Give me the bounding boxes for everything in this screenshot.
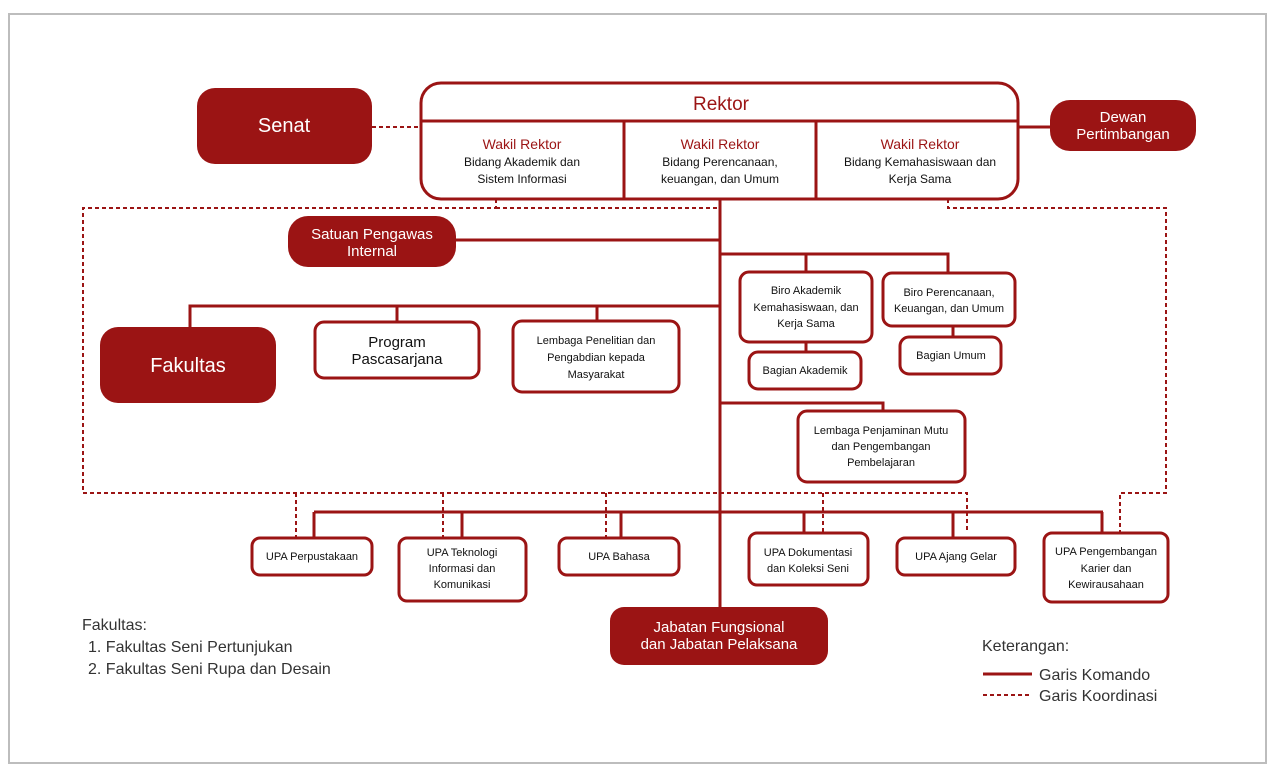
notes-item-2: 2. Fakultas Seni Rupa dan Desain	[88, 661, 331, 678]
node-biro-akademik[interactable]: Biro Akademik Kemahasiswaan, dan Kerja S…	[738, 270, 874, 344]
dewan-line-1: Dewan	[1100, 109, 1147, 126]
node-satuan-pengawas-internal[interactable]: Satuan Pengawas Internal	[288, 216, 456, 267]
lppm-box[interactable]	[511, 319, 681, 394]
command-line-row1	[188, 304, 720, 327]
node-senat[interactable]: Senat	[197, 88, 372, 164]
upa-tik-line-3: Komunikasi	[434, 579, 491, 591]
biro-perencanaan-box[interactable]	[881, 271, 1017, 328]
node-upa-perpustakaan[interactable]: UPA Perpustakaan	[250, 536, 374, 577]
node-jabatan[interactable]: Jabatan Fungsional dan Jabatan Pelaksana	[610, 607, 828, 665]
lpmpp-line-3: Pembelajaran	[847, 457, 915, 469]
rektor-box[interactable]	[419, 81, 1020, 201]
diagram-frame	[8, 13, 1267, 764]
node-upa-ajang-gelar[interactable]: UPA Ajang Gelar	[895, 536, 1017, 577]
wakil-1-line-2: Sistem Informasi	[477, 172, 566, 186]
pasca-line-1: Program	[368, 334, 426, 351]
lppm-line-2: Pengabdian kepada	[547, 352, 646, 364]
biro-akademik-line-3: Kerja Sama	[777, 318, 835, 330]
senat-label: Senat	[258, 115, 311, 137]
command-line-biro	[720, 252, 950, 272]
upa-karier-line-2: Karier dan	[1081, 563, 1132, 575]
node-upa-tik[interactable]: UPA Teknologi Informasi dan Komunikasi	[397, 536, 528, 603]
upa-bahasa-box[interactable]	[557, 536, 681, 577]
lpmpp-box[interactable]	[796, 409, 967, 484]
upa-ajang-gelar-label: UPA Ajang Gelar	[915, 551, 997, 563]
pasca-line-2: Pascasarjana	[352, 351, 444, 368]
lpmpp-line-2: dan Pengembangan	[831, 441, 930, 453]
biro-perencanaan-line-1: Biro Perencanaan,	[903, 287, 994, 299]
upa-dokumentasi-line-2: dan Koleksi Seni	[767, 563, 849, 575]
command-line-lpmpp	[720, 401, 885, 411]
spi-box[interactable]	[288, 216, 456, 267]
rektor-title: Rektor	[693, 94, 750, 115]
spi-line-2: Internal	[347, 243, 397, 260]
biro-akademik-box[interactable]	[738, 270, 874, 344]
bagian-umum-label: Bagian Umum	[916, 350, 986, 362]
biro-akademik-line-1: Biro Akademik	[771, 285, 842, 297]
jabatan-line-2: dan Jabatan Pelaksana	[641, 636, 798, 653]
wakil-3-title: Wakil Rektor	[881, 136, 960, 152]
node-upa-bahasa[interactable]: UPA Bahasa	[557, 536, 681, 577]
upa-karier-line-3: Kewirausahaan	[1068, 579, 1144, 591]
wakil-2-line-2: keuangan, dan Umum	[661, 172, 779, 186]
legend-title: Keterangan:	[982, 638, 1069, 655]
upa-tik-line-2: Informasi dan	[429, 563, 496, 575]
coord-line-right-loop	[947, 199, 1167, 532]
node-upa-dokumentasi[interactable]: UPA Dokumentasi dan Koleksi Seni	[747, 531, 870, 587]
node-program-pascasarjana[interactable]: Program Pascasarjana	[313, 320, 481, 380]
node-bagian-akademik[interactable]: Bagian Akademik	[747, 350, 863, 391]
bagian-akademik-box[interactable]	[747, 350, 863, 391]
notes-item-1: 1. Fakultas Seni Pertunjukan	[88, 639, 293, 656]
jabatan-line-1: Jabatan Fungsional	[654, 619, 785, 636]
node-fakultas[interactable]: Fakultas	[100, 327, 276, 403]
legend-item-koordinasi: Garis Koordinasi	[1039, 688, 1157, 705]
upa-dokumentasi-box[interactable]	[747, 531, 870, 587]
wakil-2-line-1: Bidang Perencanaan,	[662, 155, 777, 169]
pasca-box[interactable]	[313, 320, 481, 380]
wakil-1-line-1: Bidang Akademik dan	[464, 155, 580, 169]
upa-karier-box[interactable]	[1042, 531, 1170, 604]
node-dewan-pertimbangan[interactable]: Dewan Pertimbangan	[1050, 100, 1196, 151]
lpmpp-line-1: Lembaga Penjaminan Mutu	[814, 425, 949, 437]
node-biro-perencanaan[interactable]: Biro Perencanaan, Keuangan, dan Umum	[881, 271, 1017, 328]
notes-title: Fakultas:	[82, 617, 147, 634]
node-lpmpp[interactable]: Lembaga Penjaminan Mutu dan Pengembangan…	[796, 409, 967, 484]
upa-bahasa-label: UPA Bahasa	[588, 551, 650, 563]
legend: Keterangan: Garis Komando Garis Koordina…	[982, 638, 1157, 705]
upa-karier-line-1: UPA Pengembangan	[1055, 546, 1157, 558]
bagian-akademik-label: Bagian Akademik	[763, 365, 848, 377]
bagian-umum-box[interactable]	[898, 335, 1003, 376]
legend-item-komando: Garis Komando	[1039, 667, 1150, 684]
dewan-box[interactable]	[1050, 100, 1196, 151]
upa-ajang-gelar-box[interactable]	[895, 536, 1017, 577]
node-lppm[interactable]: Lembaga Penelitian dan Pengabdian kepada…	[511, 319, 681, 394]
wakil-2-title: Wakil Rektor	[681, 136, 760, 152]
fakultas-notes: Fakultas: 1. Fakultas Seni Pertunjukan 2…	[82, 617, 331, 678]
coord-line-left-loop	[82, 199, 968, 532]
rektor-block[interactable]: Rektor Wakil Rektor Bidang Akademik dan …	[419, 81, 1020, 201]
upa-dokumentasi-line-1: UPA Dokumentasi	[764, 547, 852, 559]
lppm-line-3: Masyarakat	[568, 369, 625, 381]
jabatan-box[interactable]	[610, 607, 828, 665]
wakil-3-line-1: Bidang Kemahasiswaan dan	[844, 155, 996, 169]
fakultas-box[interactable]	[100, 327, 276, 403]
wakil-1-title: Wakil Rektor	[483, 136, 562, 152]
coordination-lines	[82, 126, 1167, 538]
upa-tik-box[interactable]	[397, 536, 528, 603]
fakultas-label: Fakultas	[150, 355, 226, 377]
senat-box[interactable]	[197, 88, 372, 164]
spi-line-1: Satuan Pengawas	[311, 226, 433, 243]
wakil-3-line-2: Kerja Sama	[889, 172, 952, 186]
biro-perencanaan-line-2: Keuangan, dan Umum	[894, 303, 1004, 315]
upa-tik-line-1: UPA Teknologi	[427, 547, 498, 559]
lppm-line-1: Lembaga Penelitian dan	[537, 335, 656, 347]
node-bagian-umum[interactable]: Bagian Umum	[898, 335, 1003, 376]
node-upa-karier[interactable]: UPA Pengembangan Karier dan Kewirausahaa…	[1042, 531, 1170, 604]
upa-perpustakaan-label: UPA Perpustakaan	[266, 551, 358, 563]
dewan-line-2: Pertimbangan	[1076, 126, 1169, 143]
upa-perpustakaan-box[interactable]	[250, 536, 374, 577]
biro-akademik-line-2: Kemahasiswaan, dan	[753, 302, 858, 314]
command-lines	[188, 125, 1104, 608]
